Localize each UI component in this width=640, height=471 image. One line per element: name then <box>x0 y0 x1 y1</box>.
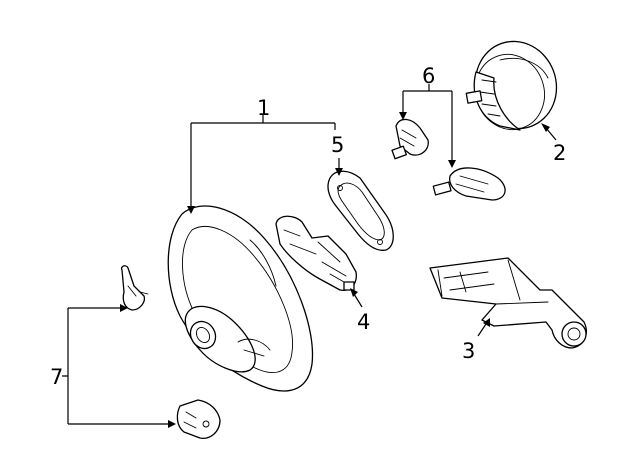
callout-labels: 1 2 3 4 5 6 7 <box>50 64 566 389</box>
leader-lines <box>62 84 557 428</box>
paddle-shifter-icon <box>120 265 149 311</box>
callout-3-label: 3 <box>462 339 475 363</box>
switch-icon <box>432 167 506 201</box>
column-cover-icon <box>429 257 587 349</box>
callout-5-label: 5 <box>331 133 344 157</box>
callout-2-label: 2 <box>553 141 566 165</box>
airbag-module-icon <box>465 40 558 131</box>
callout-1-label: 1 <box>257 96 270 120</box>
lower-cover-icon <box>275 215 357 291</box>
switch-icon <box>391 118 429 160</box>
callout-6-label: 6 <box>422 64 435 88</box>
trim-plate-icon <box>327 170 394 251</box>
paddle-shifter-icon <box>176 399 221 439</box>
steering-wheel-icon <box>167 205 314 392</box>
callout-4-label: 4 <box>357 310 370 334</box>
callout-7-label: 7 <box>50 365 63 389</box>
